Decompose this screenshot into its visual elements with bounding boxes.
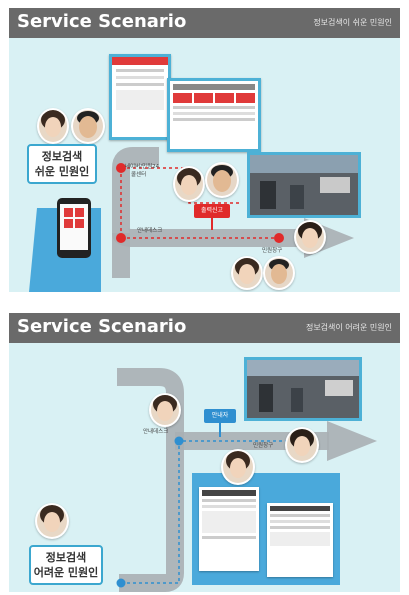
smartphone-icon	[57, 198, 91, 258]
label-line-2: 쉬운 민원인	[34, 165, 90, 178]
office-photo	[247, 152, 361, 218]
step-counter-label: 민원창구	[253, 443, 274, 449]
guide-document	[199, 487, 259, 571]
website-screenshot-detail	[167, 78, 261, 152]
office-photo	[244, 357, 362, 421]
woman-avatar	[231, 256, 263, 290]
woman-avatar	[149, 393, 181, 427]
woman-avatar	[294, 220, 326, 254]
step-info-desk-label: 안내데스크	[143, 429, 169, 435]
label-line-1: 정보검색	[41, 150, 83, 163]
scenario-panel-easy: Service Scenario 정보검색이 쉬운 민원인	[9, 8, 400, 292]
panel-subtitle: 정보검색이 쉬운 민원인	[313, 18, 392, 27]
panel-title: Service Scenario	[17, 11, 187, 32]
man-avatar	[263, 256, 295, 290]
man-avatar	[205, 162, 239, 198]
woman-avatar	[221, 449, 255, 485]
woman-avatar	[173, 166, 205, 202]
tag-stem	[219, 423, 221, 437]
panel-title: Service Scenario	[17, 316, 187, 337]
woman-avatar	[37, 108, 69, 144]
step-info-desk-label: 안내데스크	[137, 228, 163, 234]
step-call-center-label: 네이버/민원24 콜센터	[125, 164, 160, 178]
print-tag: 출력신고	[194, 204, 230, 218]
step-counter-label: 민원창구	[262, 248, 283, 254]
user-type-label: 정보검색 어려운 민원인	[29, 545, 103, 585]
guide-document-detail	[267, 503, 333, 577]
man-avatar	[71, 108, 105, 144]
panel-header: Service Scenario 정보검색이 쉬운 민원인	[9, 8, 400, 38]
panel-subtitle: 정보검색이 어려운 민원인	[305, 323, 392, 332]
scenario-panel-difficult: Service Scenario 정보검색이 어려운 민원인 안내자	[9, 313, 400, 592]
website-screenshot	[109, 54, 171, 140]
guide-tag: 안내자	[204, 409, 236, 423]
user-type-label: 정보검색 쉬운 민원인	[27, 144, 97, 184]
woman-avatar	[35, 503, 69, 539]
panel-header: Service Scenario 정보검색이 어려운 민원인	[9, 313, 400, 343]
tag-stem	[211, 218, 213, 230]
label-line-1: 정보검색	[45, 551, 87, 564]
woman-avatar	[285, 427, 319, 463]
scenario-canvas: 안내자 안내데스크 민원창구	[9, 343, 400, 592]
scenario-canvas: 정보검색 쉬운 민원인 네이버/민원24 콜센터 안내데스크 민원창구	[9, 38, 400, 292]
label-line-2: 어려운 민원인	[33, 566, 99, 579]
